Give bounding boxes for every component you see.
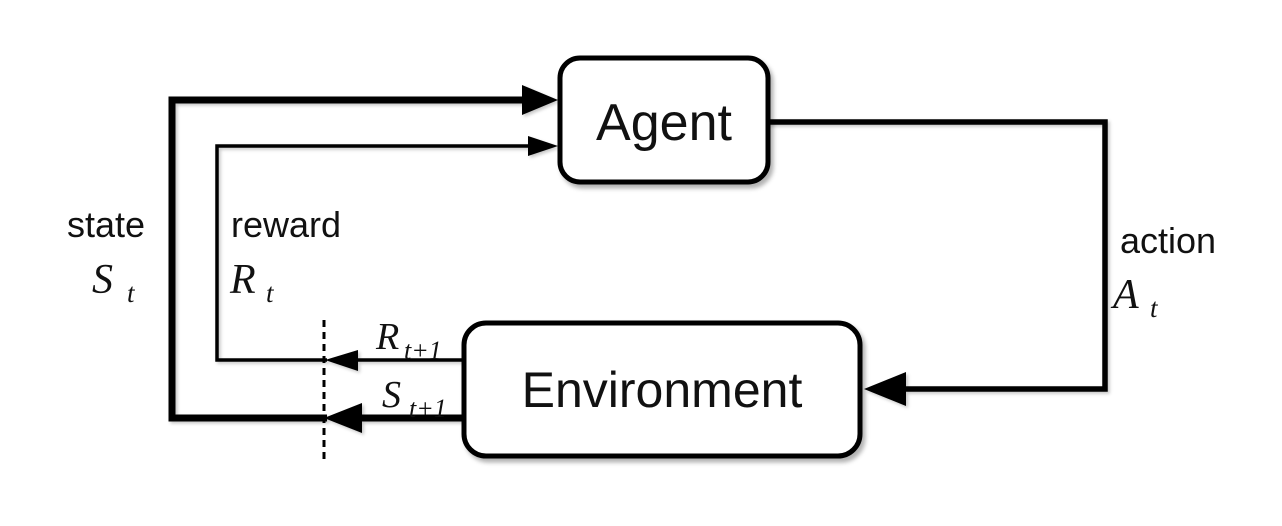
action-loop-line <box>768 119 1108 392</box>
nodes <box>461 55 863 459</box>
state-into-agent-arrowhead-icon <box>522 85 558 115</box>
environment-node <box>461 320 863 459</box>
next-reward-symbol: R <box>375 316 399 358</box>
state-symbol-subscript: t <box>127 278 136 308</box>
action-label: action <box>1120 220 1216 261</box>
reward-into-agent-arrowhead-icon <box>528 136 558 156</box>
next-state-arrowhead-icon <box>324 403 362 433</box>
reward-loop-line <box>215 144 530 362</box>
next-state-symbol: S <box>382 374 401 416</box>
wires <box>168 85 1108 433</box>
action-into-environment-arrowhead-icon <box>864 372 906 406</box>
agent-node-label: Agent <box>596 94 732 152</box>
reward-symbol-subscript: t <box>266 278 275 308</box>
action-symbol-subscript: t <box>1150 293 1159 323</box>
next-state-subscript: t+1 <box>409 394 447 423</box>
environment-node-label: Environment <box>522 362 803 418</box>
agent-node <box>557 55 771 185</box>
state-label: state <box>67 204 145 245</box>
next-reward-arrowhead-icon <box>325 350 358 371</box>
next-reward-subscript: t+1 <box>404 336 442 365</box>
state-loop-line <box>168 96 524 422</box>
state-symbol: S <box>92 257 113 303</box>
action-symbol: A <box>1110 272 1139 318</box>
reward-symbol: R <box>229 257 256 303</box>
reward-label: reward <box>231 204 341 245</box>
